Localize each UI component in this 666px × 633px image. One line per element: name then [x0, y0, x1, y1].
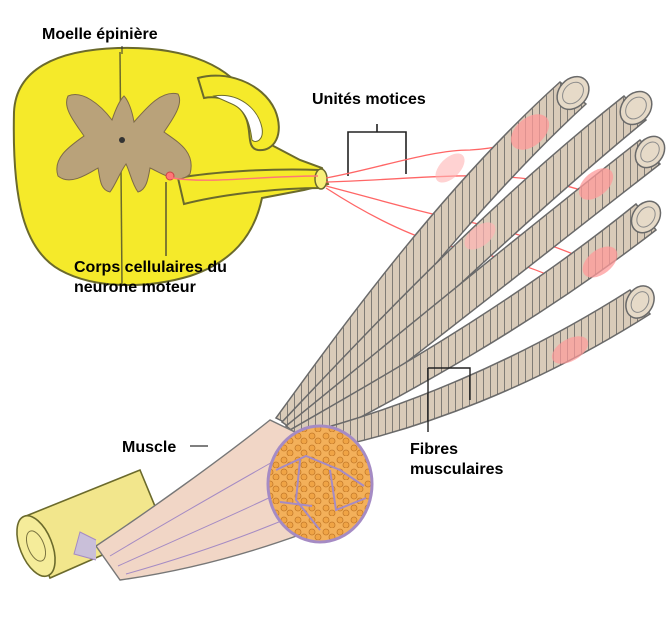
- label-muscle-fibres: Fibres musculaires: [410, 440, 503, 480]
- label-cell-bodies: Corps cellulaires du neurone moteur: [74, 258, 227, 298]
- label-cell-bodies-line2: neurone moteur: [74, 278, 227, 298]
- label-fibres-line1: Fibres: [410, 440, 503, 460]
- label-motor-units: Unités motices: [312, 90, 426, 110]
- muscle-cross-section: [268, 426, 372, 542]
- muscle-fibres: [276, 70, 666, 452]
- ventral-root-cut: [315, 169, 327, 189]
- central-canal: [119, 137, 125, 143]
- label-spinal-cord: Moelle épinière: [42, 25, 158, 45]
- label-fibres-line2: musculaires: [410, 460, 503, 480]
- label-muscle: Muscle: [122, 438, 176, 458]
- label-cell-bodies-line1: Corps cellulaires du: [74, 258, 227, 278]
- motor-unit-bracket: [348, 124, 406, 176]
- spinal-cord: [14, 46, 328, 286]
